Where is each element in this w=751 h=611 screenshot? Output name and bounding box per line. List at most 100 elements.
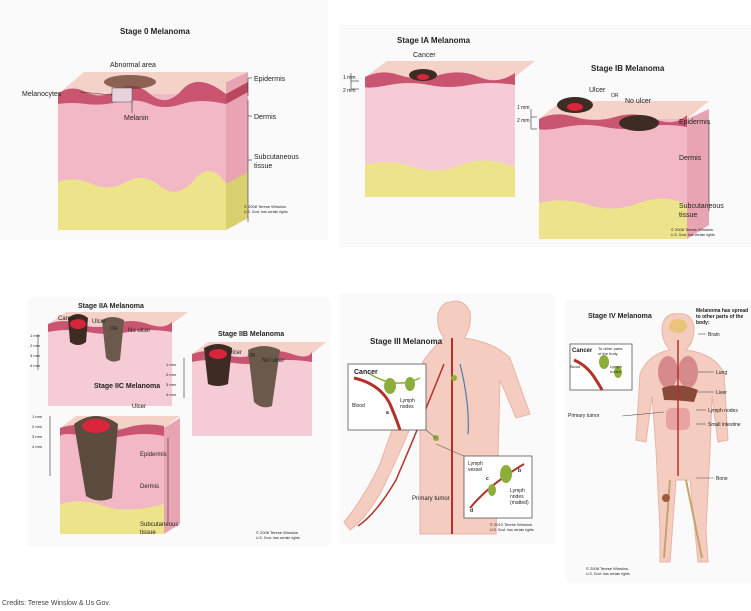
iic-ulcer-label: Ulcer (132, 404, 146, 410)
melanin-label: Melanin (124, 115, 149, 122)
iic-2mm-label: 2 mm (32, 424, 43, 429)
iic-3mm-label: 3 mm (32, 434, 43, 439)
stage-iv-title: Stage IV Melanoma (588, 313, 652, 320)
brain-label: Brain (708, 332, 720, 338)
iic-dermis-label: Dermis (140, 484, 159, 490)
marker-b-label: b (518, 468, 521, 474)
stage-ib-title: Stage IB Melanoma (591, 64, 665, 73)
matted-label: (matted) (510, 500, 529, 506)
copyright-rights: U.S. Govt. has certain rights (244, 210, 288, 214)
iia-4mm-label: 4 mm (30, 363, 41, 368)
stage-ia-title: Stage IA Melanoma (397, 36, 471, 45)
ib-1mm-label: 1 mm (517, 105, 530, 111)
stage-iib-title: Stage IIB Melanoma (218, 331, 284, 338)
stage-3-panel: Stage III Melanoma Cancer Blood Lymph no… (340, 294, 554, 544)
iia-cancer-label: Cancer (58, 316, 77, 322)
stage-iic-title: Stage IIC Melanoma (94, 383, 160, 390)
iic-subcutaneous-label: Subcutaneous (140, 522, 178, 528)
copyright-text: © 2008 Terese Winslow (256, 530, 298, 535)
dermis-label: Dermis (254, 114, 277, 121)
iia-1mm-label: 1 mm (30, 333, 41, 338)
stage-0-illustration: Stage 0 Melanoma Abnormal area Melanocyt… (0, 0, 328, 240)
abnormal-area-label: Abnormal area (110, 62, 156, 69)
spread-line-3: body: (696, 320, 710, 326)
ia-1mm-label: 1 mm (343, 75, 356, 81)
stage-1-panel: Stage IA Melanoma Cancer 1 mm 2 mm Stage… (339, 25, 751, 247)
marker-d-label: d (470, 508, 473, 514)
inset-of-body-label: of the body (598, 351, 618, 356)
blood-label: Blood (352, 403, 365, 409)
abnormal-area-lesion (104, 75, 156, 89)
epidermis-label: Epidermis (254, 76, 286, 83)
subcutaneous-label: Subcutaneous (679, 203, 724, 210)
iib-or-label: OR (248, 353, 256, 359)
copyright-text: © 2010 Terese Winslow (490, 522, 532, 527)
marker-c-label: c (486, 476, 489, 482)
copyright-rights: U.S. Govt. has certain rights (586, 572, 630, 576)
iia-or-label: OR (110, 326, 118, 332)
image-credit: Credits: Terese Winslow & Us Gov. (2, 600, 110, 607)
melanocytes-label: Melanocytes (22, 91, 62, 98)
liver-label: Liver (716, 390, 727, 396)
body-silhouette (636, 314, 728, 562)
epidermis-label: Epidermis (679, 119, 711, 126)
iib-ulcer-label: Ulcer (228, 350, 242, 356)
primary-tumor-label: Primary tumor (412, 496, 450, 502)
stage-0-panel: Stage 0 Melanoma Abnormal area Melanocyt… (0, 0, 328, 240)
vessel-label: vessel (468, 467, 482, 473)
ib-no-ulcer-lesion (619, 115, 659, 131)
inset-cancer-label: Cancer (572, 348, 593, 354)
stage-3-illustration: Stage III Melanoma Cancer Blood Lymph no… (340, 294, 554, 544)
or-label: OR (611, 93, 619, 99)
no-ulcer-label: No ulcer (625, 98, 652, 105)
iia-3mm-label: 3 mm (30, 353, 41, 358)
copyright-rights: U.S. Govt. has certain rights (256, 536, 300, 540)
ia-2mm-label: 2 mm (343, 88, 356, 94)
cancer-label: Cancer (413, 52, 436, 59)
stage-2-panel: Stage IIA Melanoma Cancer Ulcer OR No ul… (28, 298, 330, 546)
iib-4mm-label: 4 mm (166, 392, 177, 397)
iib-3mm-label: 3 mm (166, 382, 177, 387)
lymph-nodes-label: Lymph nodes (708, 408, 738, 414)
stage-4-illustration: Stage IV Melanoma Melanoma has spread to… (566, 300, 751, 582)
lung-icon (658, 356, 678, 388)
iib-no-ulcer-label: No ulcer (262, 358, 284, 364)
iic-tissue-label: tissue (140, 530, 156, 536)
stage-2-illustration: Stage IIA Melanoma Cancer Ulcer OR No ul… (28, 298, 330, 546)
marker-a-label: a (386, 410, 389, 416)
brain-icon (669, 319, 687, 333)
inset-blood-label: Blood (570, 364, 580, 369)
primary-tumor-label: Primary tumor (568, 413, 600, 419)
bone-label: Bone (716, 476, 728, 482)
iia-ulcer-label: Ulcer (92, 319, 106, 325)
tissue-label: tissue (679, 212, 697, 219)
stage-1-illustration: Stage IA Melanoma Cancer 1 mm 2 mm Stage… (339, 25, 751, 247)
iic-4mm-label: 4 mm (32, 444, 43, 449)
dermis-label: Dermis (679, 155, 702, 162)
small-intestine-label: Small intestine (708, 422, 741, 428)
subcutaneous-label: Subcutaneous (254, 154, 299, 161)
iia-2mm-label: 2 mm (30, 343, 41, 348)
copyright-text: © 2008 Terese Winslow (671, 227, 713, 232)
ib-2mm-label: 2 mm (517, 118, 530, 124)
iic-1mm-label: 1 mm (32, 414, 43, 419)
inset-nodes-label: nodes (610, 369, 621, 374)
iic-epidermis-label: Epidermis (140, 452, 167, 458)
iib-1mm-label: 1 mm (166, 362, 177, 367)
tissue-label: tissue (254, 163, 272, 170)
lung-label: Lung (716, 370, 727, 376)
copyright-rights: U.S. Govt. has certain rights (490, 528, 534, 532)
stage-iia-title: Stage IIA Melanoma (78, 303, 144, 310)
stage-0-title: Stage 0 Melanoma (120, 27, 190, 36)
nodes-label: nodes (400, 404, 414, 410)
iib-2mm-label: 2 mm (166, 372, 177, 377)
cancer-inset-label: Cancer (354, 369, 378, 376)
copyright-text: © 2008 Terese Winslow (586, 566, 628, 571)
copyright-text: © 2008 Terese Winslow (244, 204, 286, 209)
stage-4-panel: Stage IV Melanoma Melanoma has spread to… (566, 300, 751, 582)
ulcer-label: Ulcer (589, 87, 606, 94)
copyright-rights: U.S. Govt. has certain rights (671, 233, 715, 237)
iia-no-ulcer-label: No ulcer (128, 328, 150, 334)
melanocytes-zoom-box (112, 88, 132, 102)
stage-iii-title: Stage III Melanoma (370, 337, 443, 346)
